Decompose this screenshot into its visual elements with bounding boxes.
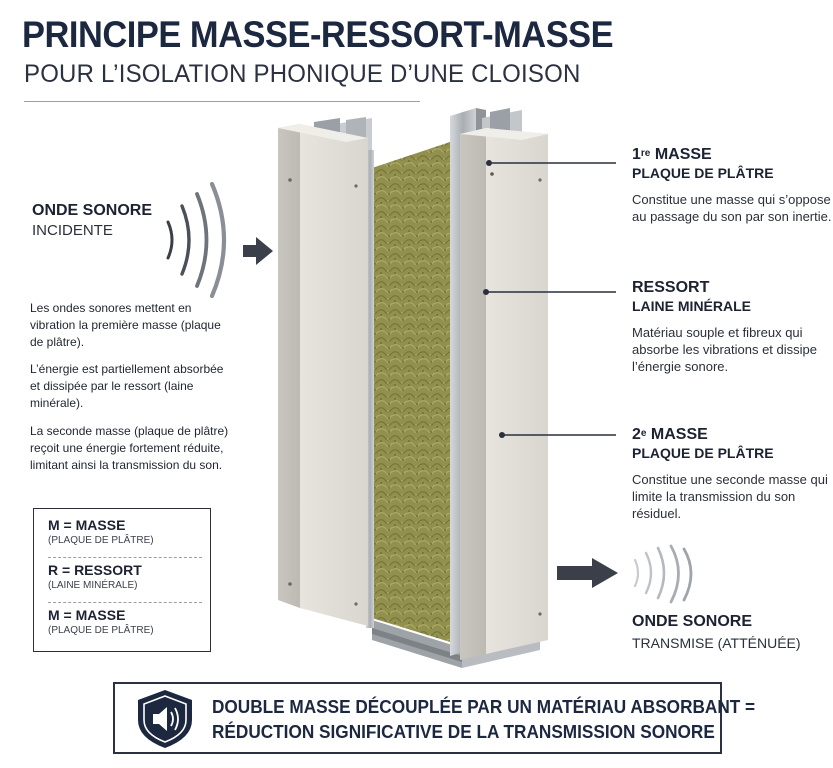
legend-box: M = MASSE (PLAQUE DE PLÂTRE) R = RESSORT… <box>33 508 211 652</box>
callout-subheading: LAINE MINÉRALE <box>632 298 751 314</box>
legend-key: M = MASSE <box>48 607 126 623</box>
legend-separator <box>48 557 202 558</box>
summary-line-1: DOUBLE MASSE DÉCOUPLÉE PAR UN MATÉRIAU A… <box>212 696 756 717</box>
sound-waves-transmitted-icon <box>633 544 693 604</box>
callout-description: Matériau souple et fibreux qui absorbe l… <box>632 325 817 374</box>
callout-first-mass: 1re MASSE PLAQUE DE PLÂTRE Constitue une… <box>632 145 832 225</box>
legend-entry-mass-1: M = MASSE (PLAQUE DE PLÂTRE) <box>48 517 202 562</box>
explanation-paragraph-3: La seconde masse (plaque de plâtre) reço… <box>30 424 229 472</box>
callout-description: Constitue une seconde masse qui limite l… <box>632 472 828 521</box>
shield-speaker-icon <box>138 690 192 748</box>
legend-key: R = RESSORT <box>48 562 142 578</box>
callout-subheading: PLAQUE DE PLÂTRE <box>632 165 774 181</box>
leader-dots <box>483 160 505 438</box>
explanation-paragraph-2: L’énergie est partiellement absorbée et … <box>30 362 224 410</box>
callout-subheading: PLAQUE DE PLÂTRE <box>632 445 774 461</box>
summary-banner-text: DOUBLE MASSE DÉCOUPLÉE PAR UN MATÉRIAU A… <box>212 694 755 744</box>
incident-wave-title: ONDE SONORE <box>32 202 153 219</box>
callout-description: Constitue une masse qui s’oppose au pass… <box>632 192 832 224</box>
transmitted-wave-subtitle: TRANSMISE (ATTÉNUÉE) <box>632 635 801 651</box>
arrow-right-transmitted-icon <box>557 558 618 588</box>
summary-line-2: RÉDUCTION SIGNIFICATIVE DE LA TRANSMISSI… <box>212 721 715 742</box>
page-title: PRINCIPE MASSE-RESSORT-MASSE <box>22 14 614 55</box>
gypsum-board-second <box>460 128 548 660</box>
incident-wave-subtitle: INCIDENTE <box>32 222 113 239</box>
legend-entry-spring: R = RESSORT (LAINE MINÉRALE) <box>48 562 202 607</box>
sound-waves-incident-icon <box>166 181 227 299</box>
explanation-paragraph-1: Les ondes sonores mettent en vibration l… <box>30 301 221 349</box>
callout-heading: 2e MASSE <box>632 425 832 444</box>
callout-second-mass: 2e MASSE PLAQUE DE PLÂTRE Constitue une … <box>632 425 832 522</box>
gypsum-board-first <box>278 124 368 626</box>
callout-heading-text: MASSE <box>650 426 708 443</box>
callout-number: 2 <box>632 426 641 443</box>
mineral-wool-layer <box>372 142 450 642</box>
callout-spring: RESSORT LAINE MINÉRALE Matériau souple e… <box>632 278 832 375</box>
callout-superscript: re <box>640 148 651 159</box>
legend-separator <box>48 602 202 603</box>
callout-number: 1 <box>632 146 641 163</box>
legend-desc: (PLAQUE DE PLÂTRE) <box>48 535 154 546</box>
callout-heading: 1re MASSE <box>632 145 832 164</box>
legend-desc: (LAINE MINÉRALE) <box>48 580 138 591</box>
page-subtitle: POUR L’ISOLATION PHONIQUE D’UNE CLOISON <box>24 60 581 88</box>
leader-lines <box>486 162 616 436</box>
legend-desc: (PLAQUE DE PLÂTRE) <box>48 625 154 636</box>
legend-entry-mass-2: M = MASSE (PLAQUE DE PLÂTRE) <box>48 607 198 652</box>
summary-banner: DOUBLE MASSE DÉCOUPLÉE PAR UN MATÉRIAU A… <box>113 682 755 754</box>
arrow-right-incident-icon <box>243 237 273 265</box>
callout-superscript: e <box>640 428 647 439</box>
callout-heading-text: MASSE <box>654 146 712 163</box>
title-divider <box>24 101 420 102</box>
legend-key: M = MASSE <box>48 517 126 533</box>
callout-heading: RESSORT <box>632 279 710 296</box>
transmitted-wave-title: ONDE SONORE <box>632 613 753 630</box>
